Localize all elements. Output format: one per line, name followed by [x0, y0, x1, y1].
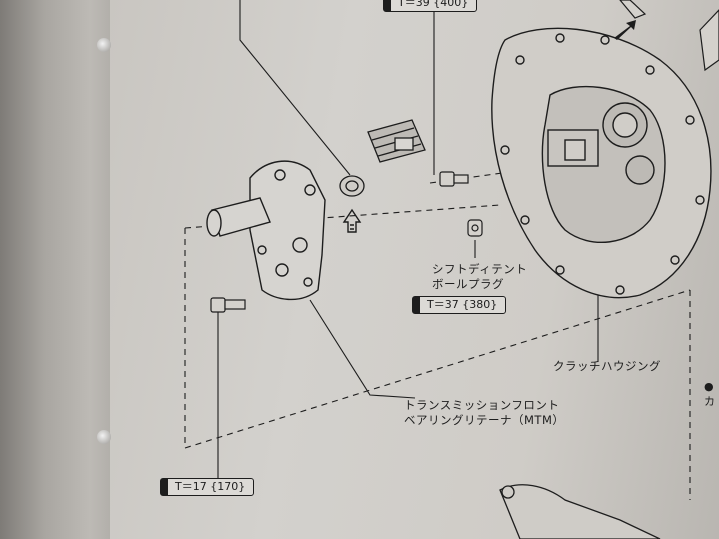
binder-ring-bottom [97, 430, 111, 444]
detent-plug-part [467, 219, 483, 237]
bearing-retainer-label-line2: ベアリングリテーナ（MTM） [404, 413, 565, 427]
torque-spec-top: T＝39 {400} [383, 0, 478, 12]
torque-spec-detent-plug: T＝37 {380} [412, 296, 507, 314]
margin-bullet-mark: ●カ [704, 380, 715, 408]
bearing-retainer-part [206, 160, 326, 301]
clutch-housing-label: クラッチハウジング [553, 359, 661, 373]
bearing-retainer-label-line1: トランスミッションフロント [404, 398, 560, 412]
retainer-bolt-part [210, 297, 246, 313]
stud-bolt-part [619, 0, 719, 72]
oil-seal-part [339, 175, 365, 197]
release-fork-part [499, 484, 661, 539]
apply-arrow-icon [342, 208, 362, 233]
shift-detent-plug-label: シフトディテント ボールプラグ [432, 262, 527, 292]
shift-detent-plug-label-line1: シフトディテント [432, 262, 528, 276]
bearing-retainer-label: トランスミッションフロント ベアリングリテーナ（MTM） [404, 398, 564, 428]
bolt-part [439, 171, 469, 187]
binder-ring-top [97, 38, 111, 52]
clutch-housing-part [491, 27, 712, 299]
boot-part [367, 119, 426, 163]
torque-spec-retainer-bolt: T＝17 {170} [160, 478, 255, 496]
shift-detent-plug-label-line2: ボールプラグ [432, 277, 504, 291]
direction-arrow-icon [614, 20, 636, 40]
